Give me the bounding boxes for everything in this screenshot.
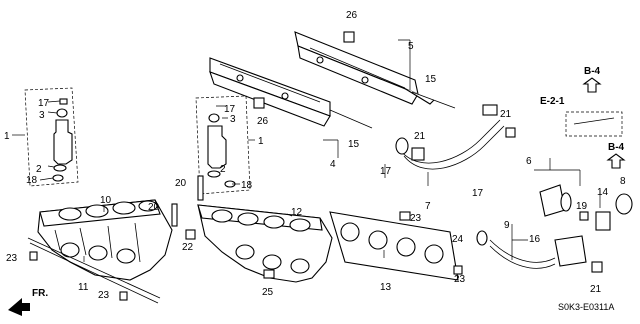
callout-26-top: 26: [346, 10, 358, 21]
callout-21-top: 21: [500, 109, 512, 120]
callout-20-upper: 20: [175, 178, 187, 189]
injector-assembly-left: [24, 87, 79, 187]
callout-9: 9: [504, 220, 510, 231]
callout-16: 16: [529, 234, 541, 245]
callout-22: 22: [182, 242, 194, 253]
callout-7: 7: [425, 201, 431, 212]
fasteners: [29, 31, 603, 301]
callout-25: 25: [262, 287, 274, 298]
callout-1-left: 1: [4, 131, 10, 142]
front-direction-label: FR.: [32, 288, 48, 299]
callout-23-center: 23: [410, 213, 422, 224]
callout-3-left: 3: [39, 110, 45, 121]
callout-10: 10: [100, 195, 112, 206]
callout-18-center: 18: [241, 180, 253, 191]
callout-21-bottom: 21: [590, 284, 602, 295]
callout-17-right: 17: [472, 188, 484, 199]
callout-8: 8: [620, 176, 626, 187]
callout-17-left: 17: [38, 98, 50, 109]
callout-17-hose: 17: [380, 166, 392, 177]
fuel-return-hose: [476, 230, 587, 269]
callout-13: 13: [380, 282, 392, 293]
ref-label-b4-top: B-4: [584, 66, 601, 77]
callout-3-center: 3: [230, 114, 236, 125]
fuel-rail-upper: [294, 31, 456, 109]
ref-label-b4-right: B-4: [608, 142, 625, 153]
callout-23-left: 23: [6, 253, 18, 264]
callout-26-center: 26: [257, 116, 269, 127]
callout-17-center: 17: [224, 104, 236, 115]
callout-19: 19: [576, 201, 588, 212]
intake-manifold-center: [197, 204, 333, 283]
callout-11: 11: [78, 282, 89, 293]
fuel-feed-hose: [395, 104, 505, 170]
intake-gasket: [329, 211, 459, 281]
ref-arrow-b4-right: [606, 153, 626, 169]
ref-arrow-b4-top: [582, 77, 602, 93]
callout-15-center: 15: [348, 139, 360, 150]
callout-6: 6: [526, 156, 532, 167]
intake-manifold-left: [37, 199, 173, 281]
leader-lines: [12, 39, 601, 262]
callout-18-left: 18: [26, 175, 38, 186]
callout-23-bottom: 23: [98, 290, 110, 301]
callout-2-left: 2: [36, 164, 42, 175]
callout-labels: 1 1 2 2 3 3 4 5 6 7 8 9 10 11 12 13 14 1…: [4, 10, 626, 301]
ref-label-e21: E-2-1: [540, 96, 565, 107]
pulsation-damper: [595, 193, 633, 231]
callout-2-center: 2: [220, 164, 226, 175]
diagram-code: S0K3-E0311A: [558, 302, 614, 312]
callout-12: 12: [291, 207, 303, 218]
callout-14: 14: [597, 187, 609, 198]
callout-5: 5: [408, 41, 414, 52]
injector-assembly-center: [195, 95, 251, 195]
callout-23-right: 23: [454, 274, 466, 285]
fuel-pressure-regulator: [539, 184, 572, 217]
front-direction-arrow: [8, 298, 30, 316]
callout-15-top: 15: [425, 74, 437, 85]
manifold-gasket-strip: [27, 237, 161, 304]
callout-1-center: 1: [258, 136, 264, 147]
inset-detail-e21: [565, 111, 623, 137]
callout-20-lower: 20: [148, 202, 160, 213]
callout-24: 24: [452, 234, 464, 245]
callout-4: 4: [330, 159, 336, 170]
fuel-rail-lower: [209, 57, 373, 129]
callout-21-center: 21: [414, 131, 426, 142]
